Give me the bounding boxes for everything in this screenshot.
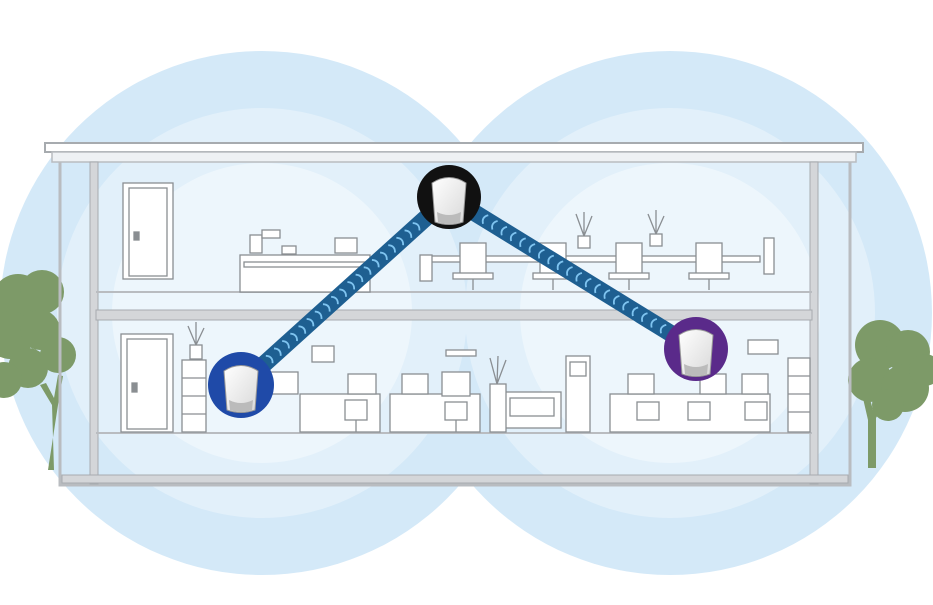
wifi-mesh-router-icon [431,177,467,225]
signal-arc [612,295,620,305]
signal-arc [650,318,658,328]
signal-arc [314,310,323,320]
signal-arc [396,236,405,246]
signal-arc [556,260,564,271]
signal-arc [379,251,388,261]
roof-cornice [44,142,864,153]
signal-arc [547,254,555,265]
tree-right [848,320,933,468]
signal-arc [298,325,307,334]
mesh-router-center [417,165,481,229]
signal-arc [509,231,517,242]
signal-arc [388,244,396,253]
backhaul-link-satellite-right [444,189,701,357]
signal-arc [519,237,526,248]
floor-slab [95,309,813,321]
signal-arc [339,288,347,297]
signal-arc [363,266,372,275]
mesh-satellite-right [664,317,728,381]
building [44,142,864,487]
signal-arc [528,243,536,253]
signal-arc [371,259,380,268]
signal-arc [322,303,331,312]
signal-arc [331,295,339,305]
signal-arc [355,273,364,283]
mesh-satellite-left [208,352,274,418]
upper-floor-furniture [122,182,775,293]
signal-arc [603,289,611,299]
signal-arc [659,323,667,334]
signal-arc [481,214,489,225]
right-wall [809,161,819,485]
filing-cabinet-right [787,357,811,433]
wifi-mesh-node-icon [223,365,259,413]
lower-floor-furniture [120,322,811,433]
backhaul-links [235,189,701,392]
signal-arc [575,272,583,282]
signal-arc [584,277,592,288]
signal-arc [306,318,315,327]
tree-left [0,270,76,470]
signal-arc [282,340,290,349]
signal-arc [566,266,573,276]
signal-arc [500,225,508,236]
signal-arc [594,283,601,294]
signal-arc [622,300,630,311]
wifi-mesh-node-icon [678,329,714,377]
signal-arc [631,306,639,317]
signal-arc [491,220,498,230]
signal-arc [273,347,282,356]
left-wall [89,161,99,485]
door-lower [120,333,174,433]
signal-arc [347,281,356,290]
signal-arc [265,354,274,364]
ground-slab [61,474,849,484]
signal-arc [538,249,545,259]
door-upper [122,182,174,280]
signal-arc [412,222,421,231]
signal-arc [404,229,413,238]
signal-arc [290,332,298,342]
signal-arc [641,312,648,323]
